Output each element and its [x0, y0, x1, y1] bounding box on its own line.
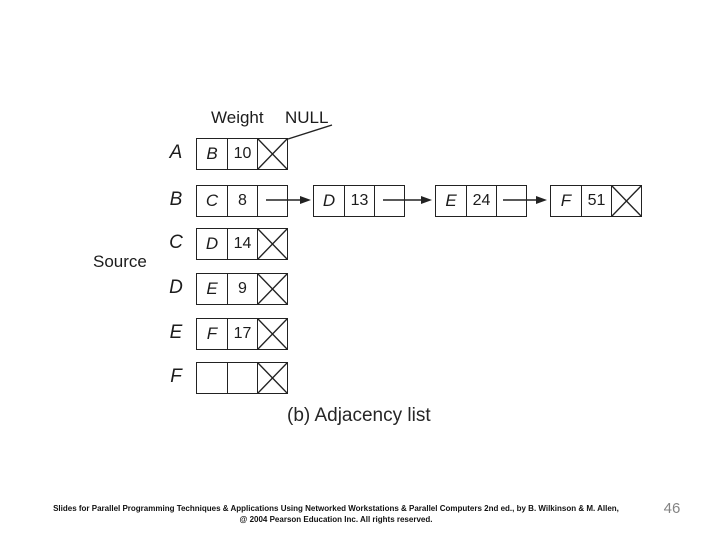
- vertex-cell: B: [206, 144, 218, 163]
- list-node: [196, 362, 288, 394]
- null-x-icon: [612, 186, 641, 216]
- null-x-icon: [258, 319, 287, 349]
- pointer-cell: [257, 186, 287, 216]
- adjacency-list-diagram: Weight NULL Source A B 10 B C 8 D 13 E 2…: [93, 108, 642, 426]
- list-node: F 51: [550, 185, 642, 217]
- null-x-icon: [258, 229, 287, 259]
- weight-cell: 9: [227, 274, 257, 304]
- row-label-B: B: [169, 189, 183, 210]
- pointer-cell: [257, 363, 287, 393]
- list-node: E 24: [435, 185, 527, 217]
- slide-footer: Slides for Parallel Programming Techniqu…: [30, 503, 642, 525]
- pointer-cell: [611, 186, 641, 216]
- null-pointer-label: NULL: [285, 108, 329, 127]
- pointer-cell: [496, 186, 526, 216]
- weight-cell: 51: [581, 186, 611, 216]
- pointer-cell: [257, 229, 287, 259]
- list-node: C 8: [196, 185, 288, 217]
- weight-cell: 8: [227, 186, 257, 216]
- list-node: B 10: [196, 138, 288, 170]
- vertex-cell: F: [560, 191, 572, 210]
- row-label-A: A: [169, 142, 183, 163]
- list-node: D 13: [313, 185, 405, 217]
- vertex-cell: F: [206, 324, 218, 343]
- vertex-cell: E: [206, 279, 218, 298]
- pointer-cell: [257, 139, 287, 169]
- pointer-cell: [374, 186, 404, 216]
- list-node: D 14: [196, 228, 288, 260]
- weight-cell: [227, 363, 257, 393]
- row-label-F: F: [170, 366, 182, 387]
- vertex-cell: [197, 363, 227, 393]
- vertex-cell: E: [445, 191, 457, 210]
- weight-cell: 13: [344, 186, 374, 216]
- row-label-C: C: [169, 232, 183, 253]
- weight-column-label: Weight: [211, 108, 264, 127]
- null-x-icon: [258, 274, 287, 304]
- page-number: 46: [663, 500, 681, 517]
- pointer-cell: [257, 319, 287, 349]
- weight-cell: 10: [227, 139, 257, 169]
- footer-line-1: Slides for Parallel Programming Techniqu…: [53, 504, 619, 513]
- vertex-cell: C: [205, 191, 219, 210]
- vertex-cell: D: [205, 234, 219, 253]
- figure-caption: (b) Adjacency list: [287, 405, 431, 426]
- null-x-icon: [258, 139, 287, 169]
- weight-cell: 14: [227, 229, 257, 259]
- weight-cell: 17: [227, 319, 257, 349]
- list-node: F 17: [196, 318, 288, 350]
- list-node: E 9: [196, 273, 288, 305]
- null-x-icon: [258, 363, 287, 393]
- row-label-E: E: [169, 322, 183, 343]
- weight-cell: 24: [466, 186, 496, 216]
- footer-line-2: @ 2004 Pearson Education Inc. All rights…: [239, 515, 433, 524]
- source-label: Source: [93, 252, 147, 271]
- connector-overlay: [266, 124, 547, 204]
- row-label-D: D: [169, 277, 183, 298]
- pointer-cell: [257, 274, 287, 304]
- vertex-cell: D: [322, 191, 336, 210]
